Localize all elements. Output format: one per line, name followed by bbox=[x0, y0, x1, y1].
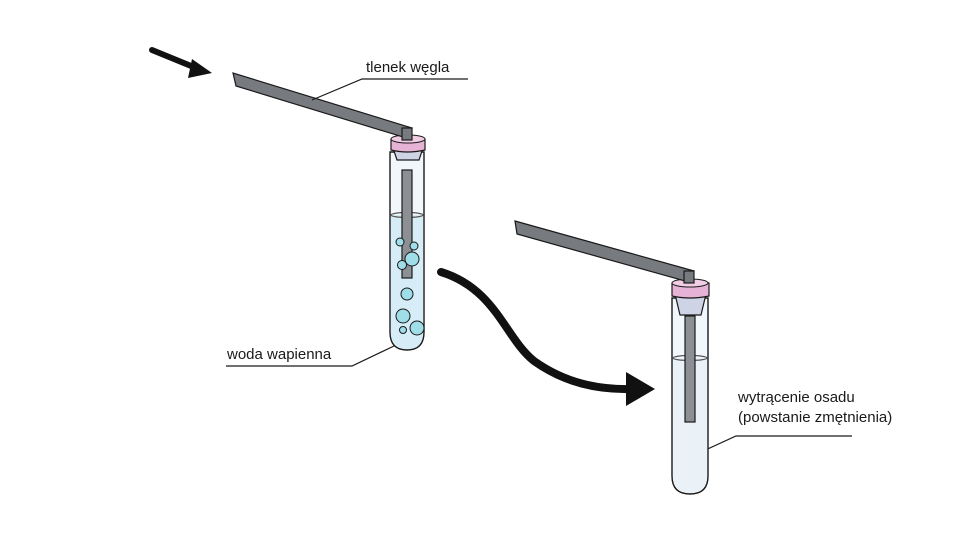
tube-right-liquid bbox=[673, 358, 707, 493]
label-result-line1: wytrącenie osadu bbox=[738, 389, 855, 406]
delivery-tube-left bbox=[232, 72, 414, 138]
test-tube-left bbox=[232, 72, 426, 351]
label-solution: woda wapienna bbox=[227, 346, 332, 363]
delivery-tube-left-inner bbox=[401, 169, 413, 279]
bubbles bbox=[395, 237, 425, 336]
delivery-tube-right bbox=[514, 220, 696, 282]
stopper-left bbox=[390, 134, 426, 161]
test-tube-right bbox=[514, 220, 710, 495]
transition-arrow bbox=[437, 268, 655, 406]
label-result-line2: (powstanie zmętnienia) bbox=[738, 409, 893, 426]
label-gas: tlenek węgla bbox=[366, 59, 450, 76]
gas-inflow-arrow bbox=[149, 47, 212, 78]
delivery-tube-right-inner bbox=[684, 315, 696, 423]
